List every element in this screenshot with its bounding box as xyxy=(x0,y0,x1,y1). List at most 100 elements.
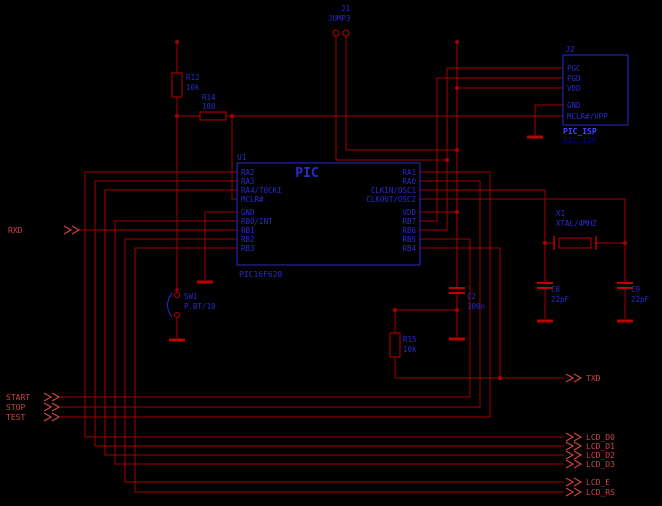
net-arrow-icon xyxy=(565,487,583,497)
net-label-lcd-d3[interactable]: LCD_D3 xyxy=(586,460,615,469)
capacitor-c8[interactable]: C8 22pF xyxy=(537,282,570,304)
ground-symbols xyxy=(169,135,633,342)
pic-pin-label: CLKOUT/OSC2 xyxy=(366,195,416,204)
crystal-value: XTAL/4MHZ xyxy=(556,219,597,228)
switch-ref: SW1 xyxy=(184,292,198,301)
junction-dot xyxy=(454,307,460,313)
pic-pin-label: RB4 xyxy=(402,244,416,253)
net-arrow-icon xyxy=(565,441,583,451)
pic-title: PIC xyxy=(295,166,318,181)
net-label-txd[interactable]: TXD xyxy=(586,374,601,383)
junction-dot xyxy=(454,209,460,215)
capacitor-c9[interactable]: C9 22pF xyxy=(617,282,650,304)
pic-pin-label: RA1 xyxy=(402,168,416,177)
crystal-x1[interactable]: X1 XTAL/4MHZ xyxy=(553,209,597,250)
junction-dot xyxy=(454,147,460,153)
net-label-lcd-e[interactable]: LCD_E xyxy=(586,478,610,487)
pic-part: PIC16F628 xyxy=(239,270,283,279)
pic-pin-label: RB2 xyxy=(241,235,255,244)
junction-dots xyxy=(174,40,628,381)
net-label-test[interactable]: TEST xyxy=(6,413,25,422)
wire-right-harness xyxy=(60,171,564,418)
net-label-lcd-rs[interactable]: LCD_RS xyxy=(586,488,615,497)
resistor-ref: R12 xyxy=(186,73,200,82)
junction-dot xyxy=(497,375,503,381)
resistor-ref: R14 xyxy=(202,93,216,102)
pic-pin-label: RA0 xyxy=(402,177,416,186)
junction-dot xyxy=(444,157,450,163)
net-label-stop[interactable]: STOP xyxy=(6,403,25,412)
wire-gnd xyxy=(204,211,237,280)
pic-ref: U1 xyxy=(237,153,247,162)
pic-pin-label: RB0/INT xyxy=(241,217,273,226)
net-arrow-icon xyxy=(63,225,81,235)
capacitor-c2[interactable]: C2 100n xyxy=(449,287,485,311)
pic-pin-label: RB5 xyxy=(402,235,416,244)
pic-pin-label: RB3 xyxy=(241,244,255,253)
capacitor-plates xyxy=(449,287,465,294)
resistor-body xyxy=(171,72,183,98)
wire-mclr xyxy=(176,42,563,338)
pic-pin-label: RA3 xyxy=(241,177,255,186)
capacitor-value: 100n xyxy=(467,302,485,311)
isp-ref: J2 xyxy=(565,45,575,54)
junction-dot xyxy=(454,85,460,91)
capacitor-ref: C9 xyxy=(631,285,640,294)
junction-dot xyxy=(622,240,628,246)
isp-pin-label: PGD xyxy=(567,74,581,83)
switch-actuator xyxy=(167,292,173,318)
switch-value: P.BT/10 xyxy=(184,302,216,311)
junction-dot xyxy=(229,113,235,119)
net-arrow-icon xyxy=(43,412,61,422)
wire-osc xyxy=(420,189,626,319)
switch-contact xyxy=(174,312,180,318)
resistor-value: 10k xyxy=(403,345,417,354)
pic-pin-label: RB6 xyxy=(402,226,416,235)
net-arrow-icon xyxy=(43,402,61,412)
resistor-body xyxy=(199,111,227,121)
resistor-body xyxy=(389,332,401,358)
pic-pin-label: VDD xyxy=(402,208,416,217)
capacitor-ref: C2 xyxy=(467,292,476,301)
pic-pin-label: RA4/T0CKI xyxy=(241,186,282,195)
capacitor-plates xyxy=(537,282,553,289)
pic-pin-label: MCLR# xyxy=(241,195,264,204)
junction-dot xyxy=(455,40,459,44)
net-label-rxd[interactable]: RXD xyxy=(8,226,23,235)
net-arrow-icon xyxy=(565,432,583,442)
isp-header[interactable]: J2 PGC PGD VDD GND MCLR#/VPP PIC_ISP PIC… xyxy=(562,45,629,145)
jumper-value: JUMP3 xyxy=(328,14,351,23)
wire-left-harness xyxy=(80,171,564,493)
wires xyxy=(60,36,626,493)
isp-pin-label: GND xyxy=(567,101,581,110)
net-arrow-icon xyxy=(565,477,583,487)
isp-pin-label: MCLR#/VPP xyxy=(567,112,608,121)
junction-dot xyxy=(542,240,548,246)
resistor-r14[interactable]: R14 100 xyxy=(199,93,227,121)
pic-pin-label: GND xyxy=(241,208,255,217)
crystal-ref: X1 xyxy=(556,209,565,218)
junction-dot xyxy=(175,288,179,292)
net-label-lcd-d2[interactable]: LCD_D2 xyxy=(586,451,615,460)
net-labels: RXD START STOP TEST TXD LCD_D0 LCD_D1 LC… xyxy=(6,226,615,497)
net-label-lcd-d1[interactable]: LCD_D1 xyxy=(586,442,615,451)
resistor-r12[interactable]: R12 10k xyxy=(171,72,200,98)
capacitor-value: 22pF xyxy=(631,295,650,304)
junction-dot xyxy=(392,307,398,313)
switch-contact xyxy=(174,292,180,298)
resistor-r15[interactable]: R15 10k xyxy=(389,332,417,358)
resistor-value: 10k xyxy=(186,83,200,92)
net-label-lcd-d0[interactable]: LCD_D0 xyxy=(586,433,615,442)
jumper-pin xyxy=(332,29,340,37)
pic-pin-label: RB1 xyxy=(241,226,255,235)
isp-pin-label: PGC xyxy=(567,64,581,73)
pic-pin-label: RB7 xyxy=(402,217,416,226)
jumper-pin xyxy=(342,29,350,37)
isp-outline xyxy=(562,54,629,126)
resistor-ref: R15 xyxy=(403,335,417,344)
pic-mcu[interactable]: U1 PIC PIC16F628 RA2 RA3 RA4/T0CKI MCLR#… xyxy=(236,153,421,279)
jumper-jump3[interactable]: J1 JUMP3 xyxy=(328,4,351,37)
net-label-start[interactable]: START xyxy=(6,393,30,402)
reset-switch[interactable]: SW1 P.BT/10 xyxy=(167,292,217,318)
